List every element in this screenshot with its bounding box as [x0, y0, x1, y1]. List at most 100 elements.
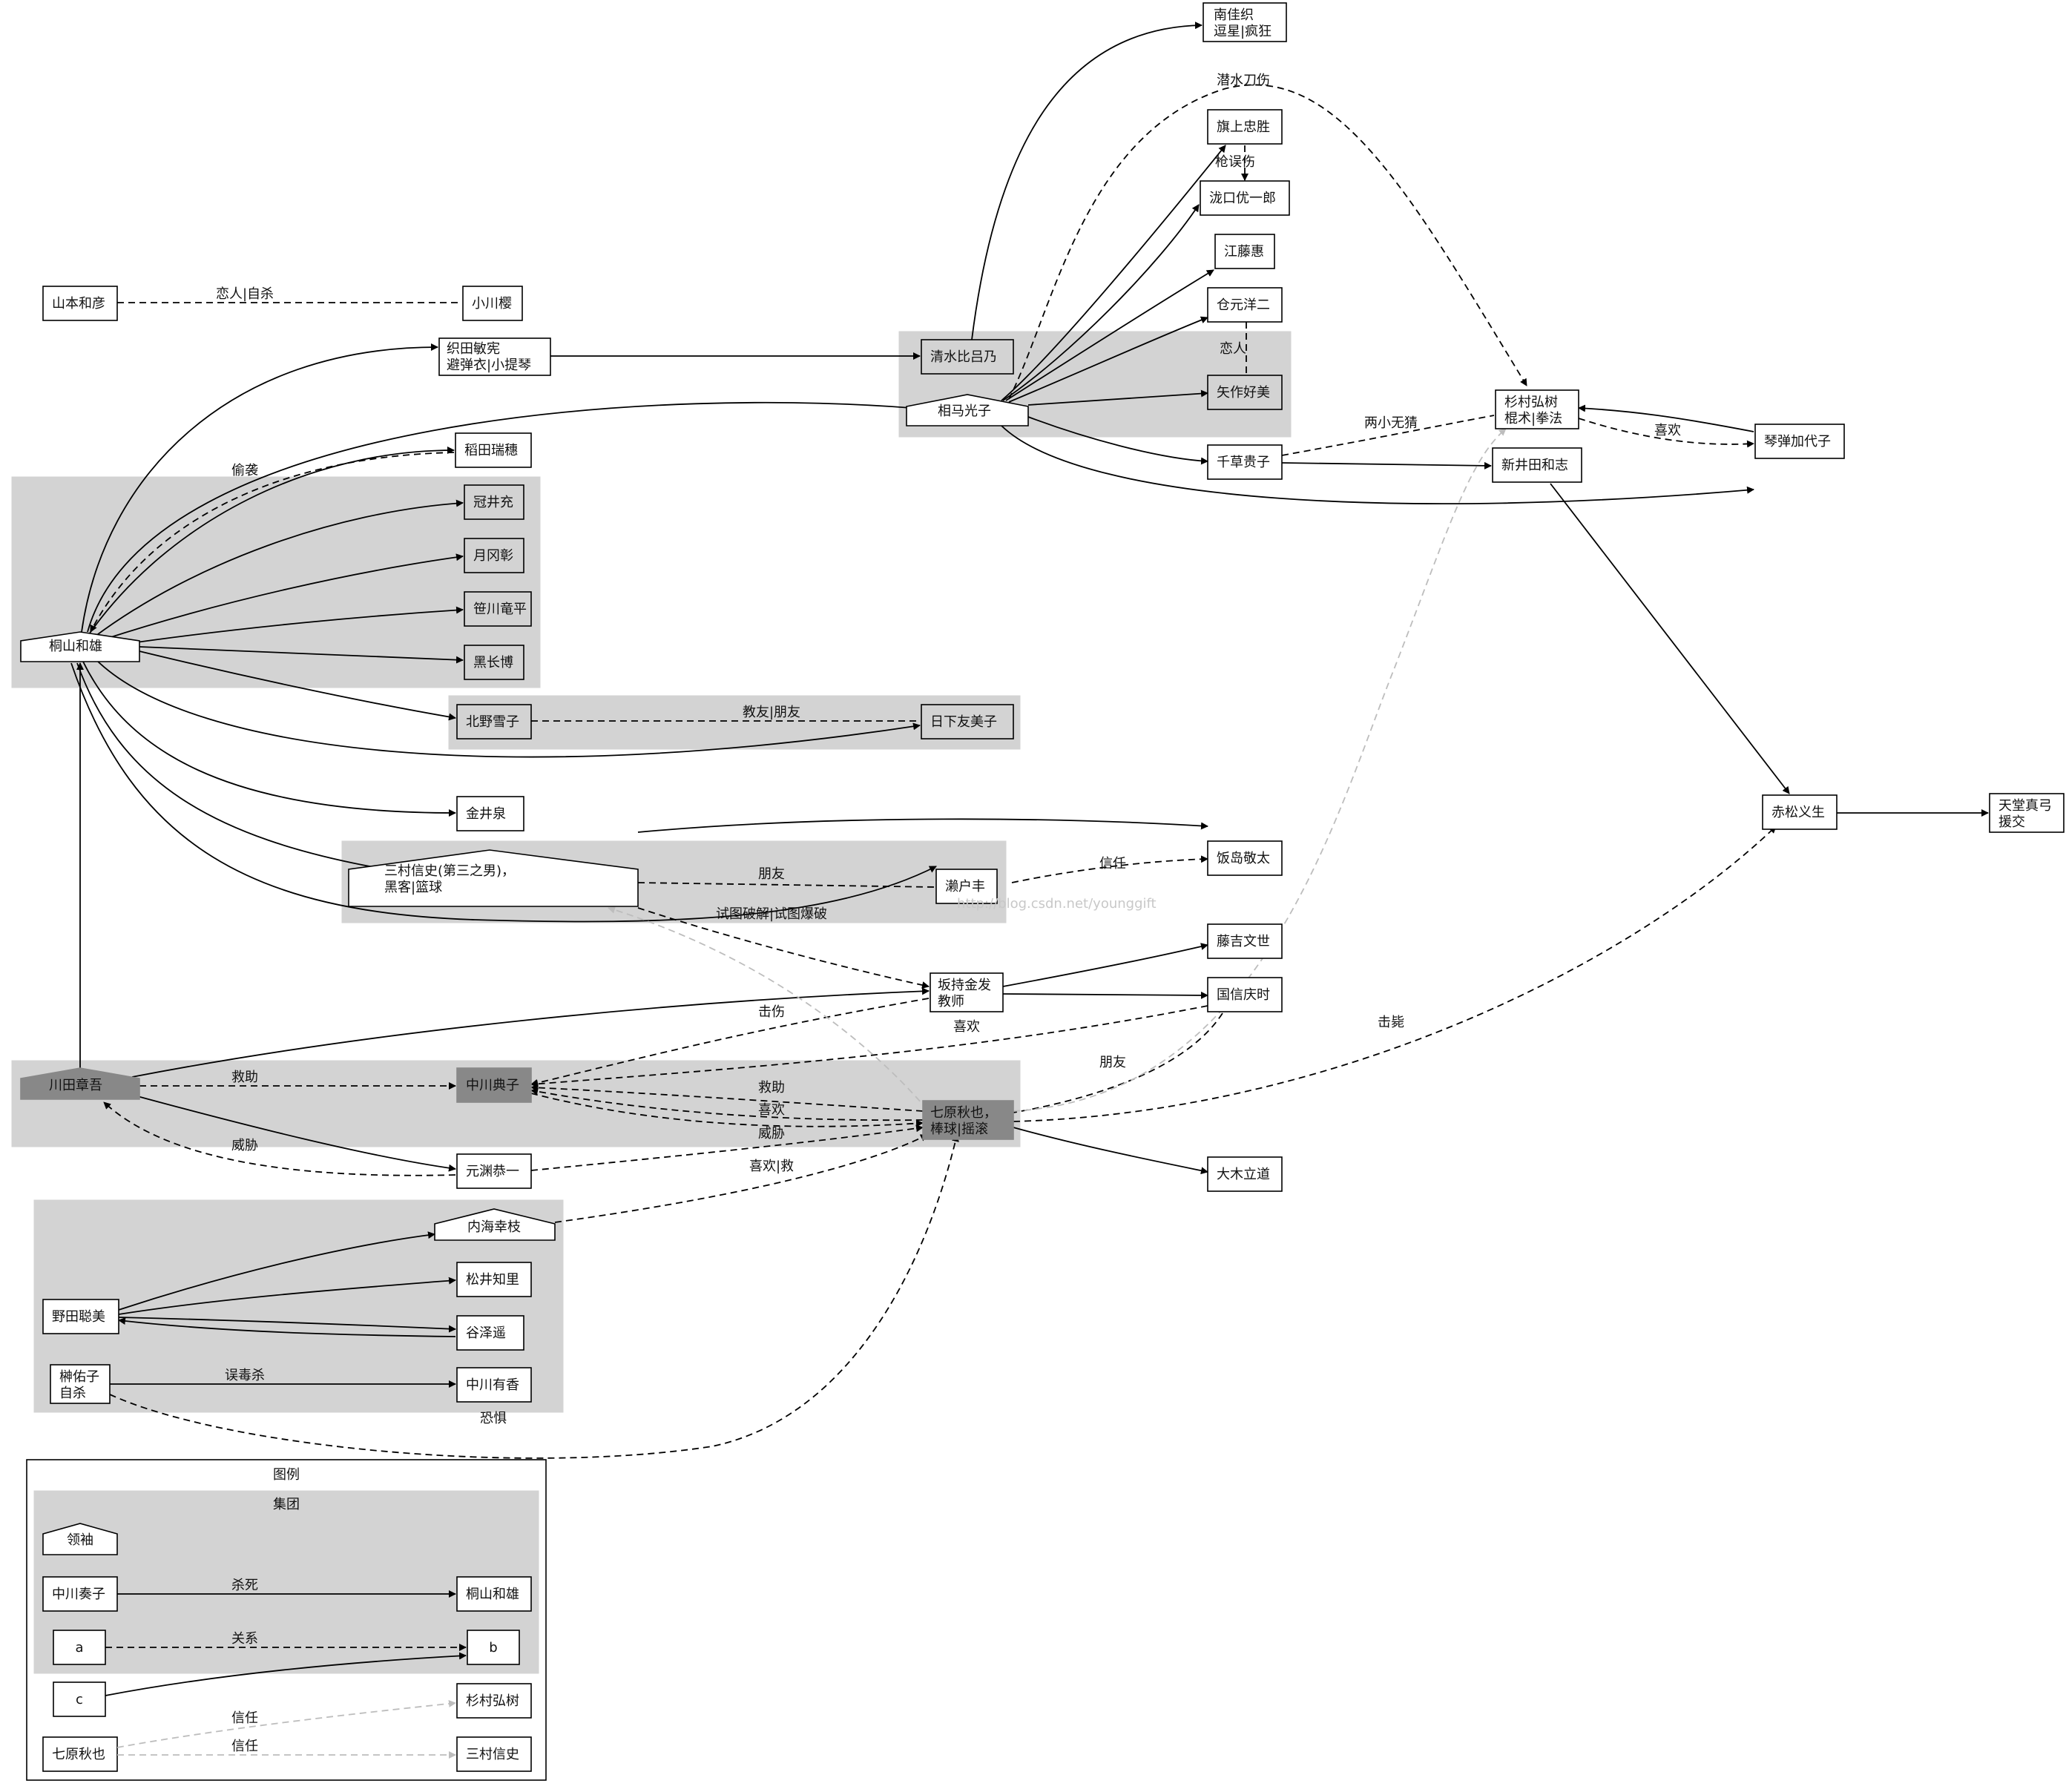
legend-title: 图例	[273, 1467, 300, 1483]
node-amadou-label: 天堂真弓援交	[1998, 798, 2052, 830]
node-sakaki-label: 榊佑子自杀	[59, 1369, 99, 1401]
node-ogawa: 小川樱	[462, 286, 523, 321]
node-tsukioka: 月冈彰	[464, 538, 524, 573]
edge-shuya-noriko-rescue	[530, 1084, 924, 1112]
label-sakaki-shuya: 恐惧	[480, 1411, 507, 1426]
node-fujiyoshi-label: 藤吉文世	[1217, 934, 1270, 949]
label-motobuchi-shuya: 喜欢|救	[749, 1159, 794, 1174]
edge-kiriyama-kanai	[82, 661, 456, 817]
edge-shuya-oki	[1013, 1127, 1208, 1175]
node-eto-label: 江藤惠	[1224, 244, 1264, 260]
node-kitano: 北野雪子	[456, 704, 532, 739]
edge-souma-sugimura	[1008, 84, 1527, 400]
node-inada: 稻田瑞穗	[455, 432, 532, 468]
legend-trust-to-1: 杉村弘树	[466, 1693, 519, 1709]
leader-shape-kawada	[20, 1067, 140, 1100]
watermark-text: http://blog.csdn.net/younggift	[957, 896, 1157, 912]
edge-kawada-motobuchi	[131, 1094, 456, 1172]
node-tanizawa: 谷泽遥	[456, 1315, 524, 1351]
node-noda-label: 野田聪美	[52, 1309, 105, 1325]
edge-souma-kotohiki	[1001, 425, 1754, 505]
node-takiguchi: 泷口优一郎	[1200, 180, 1290, 216]
edge-sakaki-shuya	[109, 1134, 959, 1459]
leader-shape-souma	[906, 394, 1029, 426]
node-noda: 野田聪美	[42, 1299, 119, 1334]
label-sakaki-yuka: 误毒杀	[225, 1368, 265, 1383]
node-iijima-label: 饭岛敬太	[1217, 851, 1270, 866]
edge-seto-iijima	[1011, 855, 1208, 883]
label-kuninobu-noriko: 喜欢	[953, 1019, 980, 1035]
legend-rel-to: b	[489, 1640, 497, 1656]
legend-c-box	[53, 1681, 106, 1717]
leader-shape-mimura	[348, 849, 639, 907]
legend-trust-from-box	[42, 1736, 118, 1772]
edge-sakamochi-fujiyoshi	[1002, 943, 1208, 987]
edge-mimura-seto	[637, 882, 937, 888]
node-niida: 新井田和志	[1492, 447, 1582, 483]
label-mimura-sakamochi: 试图破解|试图爆破	[716, 906, 827, 922]
legend-rel-from: a	[75, 1640, 83, 1656]
node-noriko-label: 中川典子	[466, 1078, 519, 1093]
legend-trust-label-1: 信任	[231, 1710, 258, 1726]
edge-chigusa-niida	[1281, 461, 1492, 470]
edge-shimizu-minami	[971, 22, 1203, 340]
node-chigusa-label: 千草贵子	[1217, 455, 1270, 470]
legend-rel-label: 关系	[231, 1631, 258, 1647]
node-tanizawa-label: 谷泽遥	[466, 1325, 506, 1341]
label-kiriyama-inada: 偷袭	[231, 463, 258, 478]
edge-kawada-sakamochi	[131, 987, 930, 1078]
edge-kiriyama-sasagawa	[125, 606, 464, 645]
edge-motobuchi-kawada	[103, 1101, 456, 1176]
node-shuya: 七原秋也，棒球|摇滚	[922, 1100, 1014, 1140]
edge-kiriyama-kitano	[139, 650, 456, 721]
node-tsukioka-label: 月冈彰	[473, 548, 513, 564]
node-kuninobu-label: 国信庆时	[1217, 987, 1270, 1003]
label-seto-iijima: 信任	[1099, 856, 1126, 872]
label-hatagami-takiguchi: 枪误伤	[1215, 154, 1255, 170]
node-amadou: 天堂真弓援交	[1989, 793, 2065, 833]
legend-kill-from: 中川奏子	[52, 1587, 105, 1602]
edge-kiriyama-kuronaga	[139, 646, 464, 664]
label-yamamoto-ogawa: 恋人|自杀	[216, 286, 274, 302]
edge-souma-eto	[1005, 269, 1214, 401]
edge-souma-chigusa	[1027, 416, 1208, 465]
node-utsumi-label: 内海幸枝	[467, 1219, 521, 1235]
node-yamamoto: 山本和彦	[42, 286, 118, 321]
edge-souma-yahagi	[1027, 389, 1208, 406]
node-utsumi: 内海幸枝	[434, 1208, 556, 1241]
node-kuronaga-label: 黑长博	[473, 655, 513, 671]
nodes: 南佳织逗星|疯狂 旗上忠胜 泷口优一郎 江藤惠 仓元洋二 矢作好美 千草贵子	[20, 2, 2065, 1404]
edge-sakamochi-kuninobu	[1002, 991, 1208, 999]
node-kotohiki-label: 琴弹加代子	[1764, 434, 1831, 449]
edge-niida-akamatsu	[1550, 483, 1790, 794]
node-minami: 南佳织逗星|疯狂	[1203, 2, 1287, 42]
node-kitano-label: 北野雪子	[466, 714, 519, 730]
node-sugimura-label: 杉村弘树棍术|拳法	[1504, 395, 1562, 426]
edge-chigusa-sugimura	[1281, 415, 1495, 456]
node-iijima: 饭岛敬太	[1207, 840, 1283, 876]
node-eto: 江藤惠	[1214, 234, 1275, 269]
node-matsui-label: 松井知里	[466, 1272, 519, 1288]
edge-kiriyama-mimura	[76, 662, 386, 872]
edge-kotohiki-sugimura	[1578, 404, 1754, 432]
edge-shuya-noriko-like	[530, 1087, 924, 1121]
node-oda-label: 织田敏宪避弹衣|小提琴	[447, 341, 531, 373]
label-shuya-akamatsu: 击毙	[1378, 1015, 1404, 1030]
node-yuka-label: 中川有香	[466, 1377, 519, 1393]
legend-leader-shape	[42, 1523, 118, 1555]
edge-sugimura-kotohiki	[1578, 418, 1754, 448]
edge-kiriyama-tsukioka	[103, 553, 464, 640]
node-ogawa-label: 小川樱	[472, 296, 512, 312]
node-oda: 织田敏宪避弹衣|小提琴	[438, 337, 551, 376]
node-mimura: 三村信史(第三之男)，黑客|篮球	[348, 849, 639, 907]
edge-shuya-sugimura-trust	[1013, 428, 1507, 1112]
legend-group-cluster	[33, 1490, 539, 1674]
edge-tanizawa-noda	[118, 1317, 456, 1337]
edge-kiriyama-seto	[70, 662, 937, 923]
edge-noriko-shuya	[530, 1093, 924, 1127]
edge-inada-kiriyama	[90, 452, 455, 633]
label-shuya-noriko-like: 喜欢	[758, 1102, 785, 1118]
node-kotohiki: 琴弹加代子	[1754, 424, 1845, 459]
node-yuka: 中川有香	[456, 1367, 532, 1403]
